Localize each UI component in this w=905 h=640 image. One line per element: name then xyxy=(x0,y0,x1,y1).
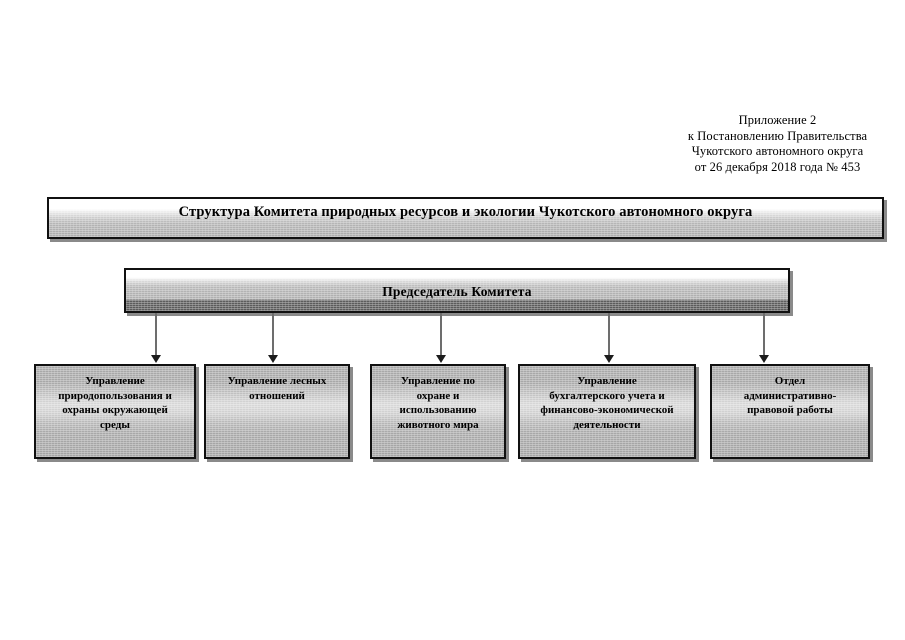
connector-arrowhead-1 xyxy=(151,355,161,363)
department-3-label: Управление по охране и использованию жив… xyxy=(397,375,479,431)
org-node-department-1: Управление природопользования и охраны о… xyxy=(34,364,196,459)
connector-line-5 xyxy=(763,313,765,357)
department-4-label: Управление бухгалтерского учета и финанс… xyxy=(540,375,674,431)
connector-line-2 xyxy=(272,313,274,357)
document-approval-header: Приложение 2 к Постановлению Правительст… xyxy=(655,113,900,175)
org-node-department-4: Управление бухгалтерского учета и финанс… xyxy=(518,364,696,459)
org-node-department-2: Управление лесных отношений xyxy=(204,364,350,459)
connector-line-1 xyxy=(155,313,157,357)
chairman-label: Председатель Комитета xyxy=(382,284,532,299)
department-5-label: Отдел административно- правовой работы xyxy=(743,375,837,416)
org-node-chairman: Председатель Комитета xyxy=(124,268,790,313)
org-node-department-5: Отдел административно- правовой работы xyxy=(710,364,870,459)
connector-arrowhead-5 xyxy=(759,355,769,363)
connector-line-3 xyxy=(440,313,442,357)
approval-line-1: Приложение 2 xyxy=(738,113,817,127)
approval-line-2: к Постановлению Правительства xyxy=(687,128,868,143)
approval-line-3: Чукотского автономного округа xyxy=(691,144,864,158)
department-1-label: Управление природопользования и охраны о… xyxy=(58,375,172,431)
connector-arrowhead-2 xyxy=(268,355,278,363)
connector-line-4 xyxy=(608,313,610,357)
approval-line-4: от 26 декабря 2018 года № 453 xyxy=(694,159,861,174)
diagram-title-text: Структура Комитета природных ресурсов и … xyxy=(178,204,753,220)
connector-arrowhead-4 xyxy=(604,355,614,363)
diagram-title-bar: Структура Комитета природных ресурсов и … xyxy=(47,197,884,239)
department-2-label: Управление лесных отношений xyxy=(227,375,327,402)
connector-arrowhead-3 xyxy=(436,355,446,363)
org-node-department-3: Управление по охране и использованию жив… xyxy=(370,364,506,459)
